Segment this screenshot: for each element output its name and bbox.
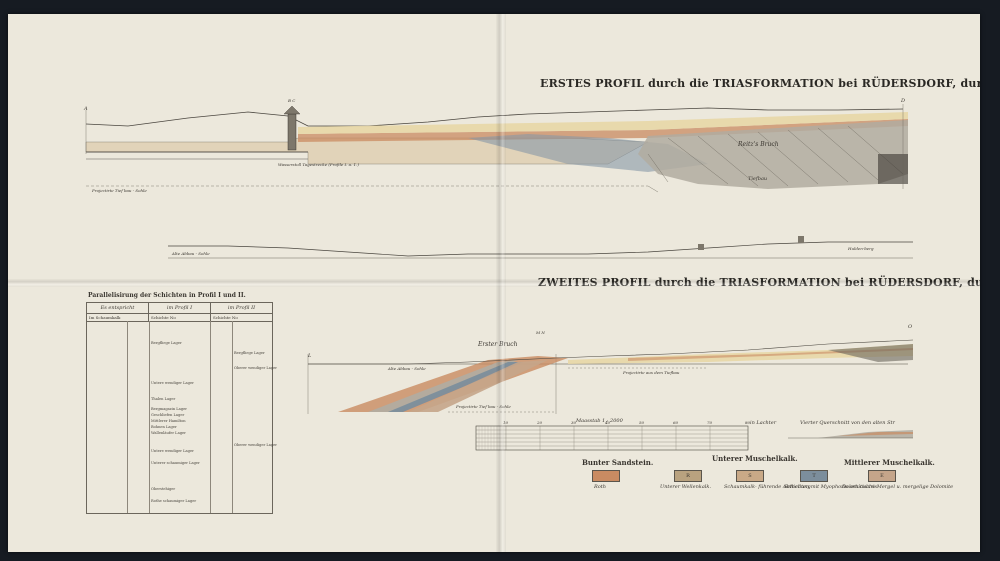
profile2-point-left: L bbox=[307, 353, 312, 359]
table-row: Geschliefen Lager bbox=[151, 413, 185, 417]
table-row: Bohnen Lager bbox=[151, 425, 177, 429]
profile2-tiefbau: Projectirte Tief bau - Sohle bbox=[455, 404, 511, 409]
profile1-tiefbau: Tiefbau bbox=[748, 176, 767, 182]
table-subheader: Schichte No bbox=[149, 314, 211, 321]
scale-tick-label: 80 bbox=[745, 420, 751, 425]
legend-swatch-schaumkalk: S bbox=[736, 470, 764, 482]
table-row: Mittlerer Hamilton bbox=[151, 419, 186, 423]
legend-group: Mittlerer Muschelkalk. bbox=[844, 458, 935, 467]
table-header: im Profil II bbox=[227, 305, 256, 311]
scale-bar bbox=[475, 425, 749, 451]
legend-swatch-orbicularis: T bbox=[800, 470, 828, 482]
table-row: Bergfliege Lager bbox=[234, 351, 265, 355]
parallel-table: Es entspricht im Profil I im Profil II I… bbox=[86, 302, 277, 514]
scale-unit: in Lachter bbox=[750, 420, 777, 426]
scale-title: Maasstab 1 : 2000 bbox=[576, 418, 623, 424]
legend-swatch-wellenkalk: R bbox=[674, 470, 702, 482]
profile2-alte-abbau: Alte Abbau - Sohle bbox=[387, 366, 426, 371]
legend-group: Unterer Muschelkalk. bbox=[712, 454, 798, 463]
profile1-wasserstoll-label: Wasserstoll Tagestrecke (Profile I. a. 1… bbox=[278, 162, 359, 167]
profile1-point-mid: B C bbox=[287, 98, 295, 103]
table-header: Es entspricht bbox=[87, 303, 149, 313]
scale-tick-label: 10 bbox=[503, 420, 509, 425]
legend-swatch-dolomit: E bbox=[868, 470, 896, 482]
strip-label-left: Alte Abbau - Sohle bbox=[171, 251, 210, 256]
legend-label: Schichten mit Myophoria orbicularis bbox=[784, 484, 878, 490]
table-row: Bergfliege Lager bbox=[151, 341, 182, 345]
scale-tick-label: 40 bbox=[604, 420, 611, 425]
legend-label: Roth bbox=[594, 484, 607, 490]
table-row: Bergmagazin Lager bbox=[151, 407, 187, 411]
profile2-point-right: O bbox=[908, 324, 912, 330]
profile2-erste-bruch: Erster Bruch bbox=[477, 341, 518, 348]
fold-vertical bbox=[496, 14, 506, 552]
scale-tick-label: 50 bbox=[639, 420, 645, 425]
fold-horizontal bbox=[8, 279, 980, 287]
scale-tick-label: 20 bbox=[536, 420, 543, 425]
profile1-tiefbau-label: Projectirte Tief bau - Sohle bbox=[91, 188, 147, 193]
profile1-point-left: A bbox=[83, 106, 88, 112]
table-subheader: Schichte No bbox=[213, 315, 238, 320]
table-row: Oberer wendiger Lager bbox=[234, 443, 278, 447]
legend-label: Dolomitische Mergel u. mergelige Dolomit… bbox=[842, 484, 954, 490]
legend-swatch-roth bbox=[592, 470, 620, 482]
reitz-bruch-area bbox=[638, 120, 908, 189]
profile1-point-right: D bbox=[900, 98, 905, 104]
table-header: im Profil I bbox=[149, 303, 211, 313]
scale-tick-label: 60 bbox=[673, 420, 679, 425]
table-row: Unterer schaumiger Lager bbox=[151, 461, 200, 465]
table-row: Thalen Lager bbox=[151, 397, 176, 401]
table-row: Untere wendiger Lager bbox=[151, 381, 194, 385]
profile2-title: ZWEITES PROFIL durch die TRIASFORMATION … bbox=[538, 276, 980, 289]
profile1-section: A D B C Projectirte Tief bau - Sohle Was… bbox=[83, 98, 908, 193]
profile1-title: ERSTES PROFIL durch die TRIASFORMATION b… bbox=[540, 77, 980, 90]
table-title: Parallelisirung der Schichten in Profil … bbox=[88, 292, 246, 299]
scale-tick-label: 30 bbox=[571, 420, 577, 425]
profile2-bruchbau: Projectirte aus dem Tiefbau bbox=[622, 370, 680, 375]
table-row: Oberstehiger bbox=[151, 487, 176, 491]
legend-group: Bunter Sandstein. bbox=[582, 458, 654, 467]
roth-band bbox=[298, 119, 908, 142]
legend-label: Schaumkalk- führende Abtheilung bbox=[724, 484, 811, 490]
table-row: Rothe schaumiger Lager bbox=[151, 499, 197, 503]
table-body: Bergfliege Lager Bergfliege Lager Oberer… bbox=[87, 321, 277, 513]
legend-label: Unterer Wellenkalk. bbox=[660, 484, 712, 490]
profile1-reitz-bruch: Reitz's Bruch bbox=[737, 141, 779, 148]
strip-label-right: Hulden-berg bbox=[847, 246, 874, 251]
table-row: Wallenläufer Lager bbox=[151, 431, 186, 435]
surface-strip: Alte Abbau - Sohle Hulden-berg bbox=[168, 236, 913, 259]
profile2-point-mid: M N bbox=[535, 330, 545, 335]
vertical-section bbox=[788, 430, 913, 439]
shaft-tower bbox=[287, 113, 297, 151]
scale-tick-label: 70 bbox=[707, 420, 713, 425]
geological-profiles: A D B C Projectirte Tief bau - Sohle Was… bbox=[83, 98, 914, 451]
table-subheader: Im Schaumkalk bbox=[87, 314, 149, 321]
map-sheet: ERSTES PROFIL durch die TRIASFORMATION b… bbox=[8, 14, 980, 552]
vertical-section-label: Vierter Querschnitt von den alten Str bbox=[800, 420, 895, 426]
table-row: Untere wendiger Lager bbox=[151, 449, 194, 453]
table-row: Oberer wendiger Lager bbox=[234, 366, 278, 370]
profile2-section: L M N O Alte Abbau - Sohle Erster Bruch … bbox=[307, 324, 914, 414]
profile2-orbicularis bbox=[388, 362, 523, 412]
